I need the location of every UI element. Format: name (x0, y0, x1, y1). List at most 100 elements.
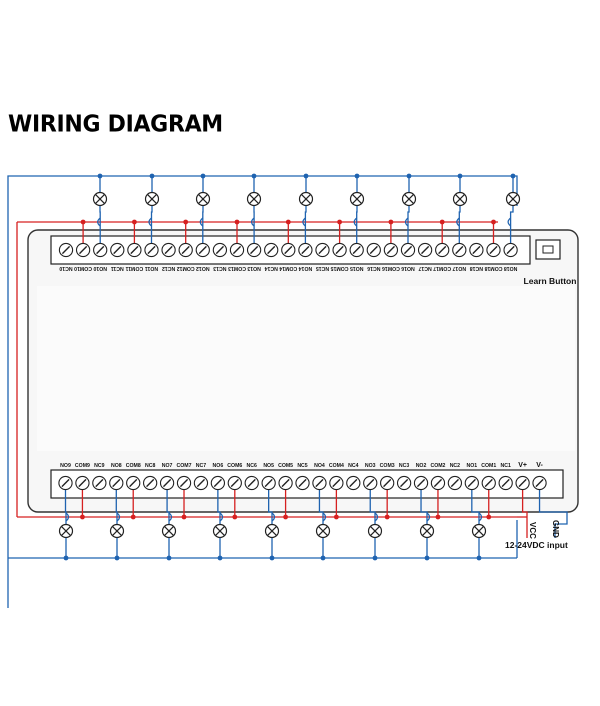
terminal-label-bottom: V+ (518, 462, 527, 469)
terminal-label-bottom: NO3 (365, 463, 376, 469)
screw-slot (264, 478, 273, 488)
wire-crossover (456, 217, 460, 227)
terminal-label-bottom: NO6 (213, 463, 224, 469)
screw-slot (438, 245, 447, 255)
terminal-screw (58, 475, 73, 491)
terminal-screw (261, 475, 276, 491)
lamp-cross (198, 194, 208, 204)
terminal-screw (178, 242, 193, 258)
screw-slot (335, 245, 344, 255)
screw-slot (301, 245, 310, 255)
terminal-screw (400, 242, 416, 258)
screw-slot (366, 478, 375, 488)
lamp-cross (267, 526, 277, 536)
screw-slot (78, 478, 87, 488)
terminal-label-bottom: NC8 (145, 463, 155, 469)
lamp-to-no-wire (64, 490, 67, 524)
wire-junction (424, 555, 430, 561)
wire-crossover (322, 512, 327, 522)
lamp-icon (109, 523, 125, 539)
screw-slot (247, 478, 256, 488)
lamp-cross (370, 526, 380, 536)
terminal-screw (75, 242, 91, 258)
screw-slot (96, 245, 105, 255)
gnd-label: GND (551, 520, 560, 538)
lamp-cross (301, 194, 311, 204)
wire-junction (372, 555, 378, 561)
terminal-screw (396, 475, 412, 491)
terminal-label-bottom: NO7 (162, 463, 173, 469)
screw-slot (472, 245, 481, 255)
terminal-label-bottom: NO2 (416, 463, 427, 469)
terminal-screw (110, 242, 125, 258)
terminal-screw (264, 242, 279, 258)
terminal-label-top: NO10 (93, 265, 107, 271)
screw-slot (383, 478, 392, 488)
terminal-label-bottom: NC7 (196, 463, 206, 469)
screw-slot (79, 245, 88, 255)
lamp-cross (95, 194, 105, 204)
lamp-to-no-wire (268, 490, 273, 524)
terminal-screw (532, 475, 547, 491)
terminal-screw (383, 242, 399, 258)
wire-junction (114, 555, 120, 561)
terminal-label-bottom: NO8 (111, 463, 122, 469)
lamp-to-no-wire (458, 206, 461, 244)
wire-junction (269, 555, 275, 561)
wire-junction (476, 555, 482, 561)
screw-slot (250, 245, 259, 255)
screw-slot (352, 245, 361, 255)
terminal-screw (298, 242, 313, 258)
terminal-screw (515, 475, 530, 491)
terminal-screw (144, 242, 159, 258)
terminal-label-top: COM11 (125, 265, 143, 271)
lamp-cross (147, 194, 157, 204)
screw-slot (284, 245, 293, 255)
terminal-label-top: NC14 (264, 265, 277, 271)
screw-slot (164, 245, 173, 255)
screw-slot (349, 478, 358, 488)
screw-slot (281, 478, 290, 488)
wire-crossover (302, 217, 306, 227)
lamp-icon (92, 191, 108, 207)
terminal-screw (244, 475, 259, 491)
lamp-icon (161, 523, 177, 539)
screw-slot (403, 245, 413, 255)
terminal-label-top: NC15 (316, 265, 329, 271)
terminal-label-top: NO15 (350, 265, 364, 271)
lamp-cross (318, 526, 328, 536)
wire-junction (166, 555, 172, 561)
terminal-label-top: COM17 (433, 265, 451, 271)
screw-slot (267, 245, 276, 255)
terminal-screw (161, 242, 176, 258)
terminal-screw (312, 475, 327, 491)
screw-slot (450, 478, 459, 488)
terminal-label-top: COM14 (279, 265, 297, 271)
screw-slot (484, 478, 493, 488)
lamp-cross (249, 194, 259, 204)
wire-crossover (353, 217, 358, 227)
terminal-label-top: NC11 (111, 265, 124, 271)
terminal-screw (75, 475, 90, 491)
terminal-screw (109, 475, 124, 491)
terminal-screw (346, 475, 361, 491)
terminal-label-top: COM16 (382, 265, 400, 271)
lamp-cross (164, 526, 174, 536)
terminal-label-bottom: COM7 (177, 463, 192, 469)
screw-slot (518, 478, 527, 488)
wire-crossover (250, 217, 255, 227)
terminal-label-top: NC10 (59, 265, 72, 271)
terminal-label-top: NO16 (401, 265, 415, 271)
terminal-label-bottom: COM4 (329, 463, 344, 469)
lamp-to-no-wire (420, 490, 428, 524)
terminal-label-bottom: NC4 (348, 463, 358, 469)
lamp-to-no-wire (318, 490, 324, 524)
terminal-screw (281, 242, 296, 258)
lamp-icon (212, 523, 228, 539)
screw-slot (196, 478, 206, 488)
terminal-screw (92, 475, 107, 491)
screw-slot (129, 478, 138, 488)
terminal-screw (498, 475, 513, 491)
lamp-icon (298, 191, 314, 207)
terminal-screw (246, 242, 262, 258)
